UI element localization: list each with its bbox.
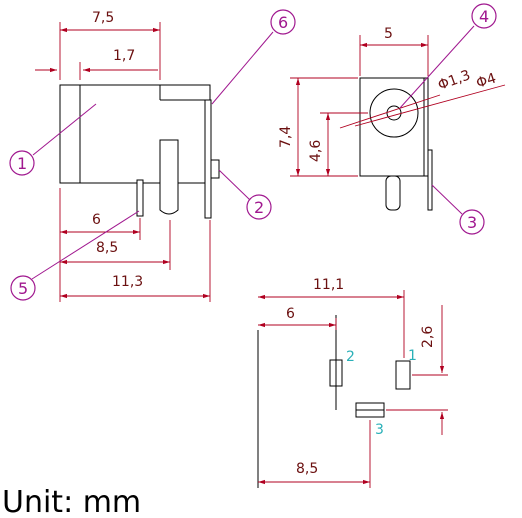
front-view-dimensions: 5 7,4 4,6 Φ1,3 Φ4 bbox=[278, 26, 506, 177]
pcb-footprint: 2 1 3 bbox=[257, 315, 417, 488]
balloon-5-label: 5 bbox=[18, 279, 28, 298]
balloon-5 bbox=[10, 275, 36, 301]
front-view-side-tab bbox=[427, 149, 433, 211]
dim-11-3-label: 11,3 bbox=[112, 274, 143, 290]
dim-5-label: 5 bbox=[384, 26, 393, 42]
balloon-2-label: 2 bbox=[254, 198, 264, 217]
side-view-center-pin bbox=[159, 139, 179, 215]
side-view bbox=[59, 84, 220, 219]
side-view-balloons: 1 6 2 5 bbox=[9, 9, 296, 301]
dim-11-1-label: 11,1 bbox=[313, 277, 344, 293]
dim-1-7-label: 1,7 bbox=[113, 48, 135, 64]
balloon-2 bbox=[246, 194, 272, 220]
dim-line-phi1-3 bbox=[339, 94, 441, 129]
balloon-6 bbox=[270, 9, 296, 35]
front-view bbox=[359, 77, 433, 211]
dim-2-6-label: 2,6 bbox=[420, 326, 436, 348]
front-view-balloons: 4 3 bbox=[399, 3, 497, 235]
side-view-rear-plate bbox=[204, 99, 212, 219]
balloon-3-label: 3 bbox=[467, 213, 477, 232]
dim-4-6-label: 4,6 bbox=[308, 140, 324, 162]
dim-6-plan-label: 6 bbox=[286, 306, 295, 322]
side-view-rear-tab bbox=[210, 159, 220, 179]
dim-7-4-label: 7,4 bbox=[278, 126, 294, 148]
pcb-footprint-dimensions: 11,1 6 2,6 8,5 bbox=[258, 277, 448, 488]
balloon-3 bbox=[459, 209, 485, 235]
side-view-dimensions: 7,5 1,7 6 8,5 11,3 bbox=[35, 10, 211, 302]
pin-1-label: 1 bbox=[408, 348, 417, 364]
pin-3-label: 3 bbox=[375, 422, 384, 438]
pin-2-label: 2 bbox=[346, 349, 355, 365]
dim-line-phi4 bbox=[354, 84, 506, 127]
front-view-outer-hole bbox=[369, 88, 419, 138]
balloon-1-label: 1 bbox=[17, 154, 27, 173]
pad-1 bbox=[395, 360, 411, 390]
balloon-4-label: 4 bbox=[479, 7, 489, 26]
dim-6-side-label: 6 bbox=[92, 212, 101, 228]
dim-8-5-plan-label: 8,5 bbox=[296, 461, 318, 477]
dim-phi4-label: Φ4 bbox=[474, 70, 498, 91]
dim-8-5-side-label: 8,5 bbox=[96, 240, 118, 256]
front-view-body bbox=[359, 77, 429, 177]
balloon-4 bbox=[471, 3, 497, 29]
balloon-1 bbox=[9, 150, 35, 176]
side-view-front-pin bbox=[136, 179, 144, 217]
unit-label: Unit: mm bbox=[2, 485, 141, 518]
dim-phi1-3-label: Φ1,3 bbox=[436, 67, 473, 93]
balloon-6-label: 6 bbox=[278, 13, 288, 32]
front-view-bottom-pin bbox=[385, 175, 401, 211]
dim-7-5-label: 7,5 bbox=[92, 10, 114, 26]
